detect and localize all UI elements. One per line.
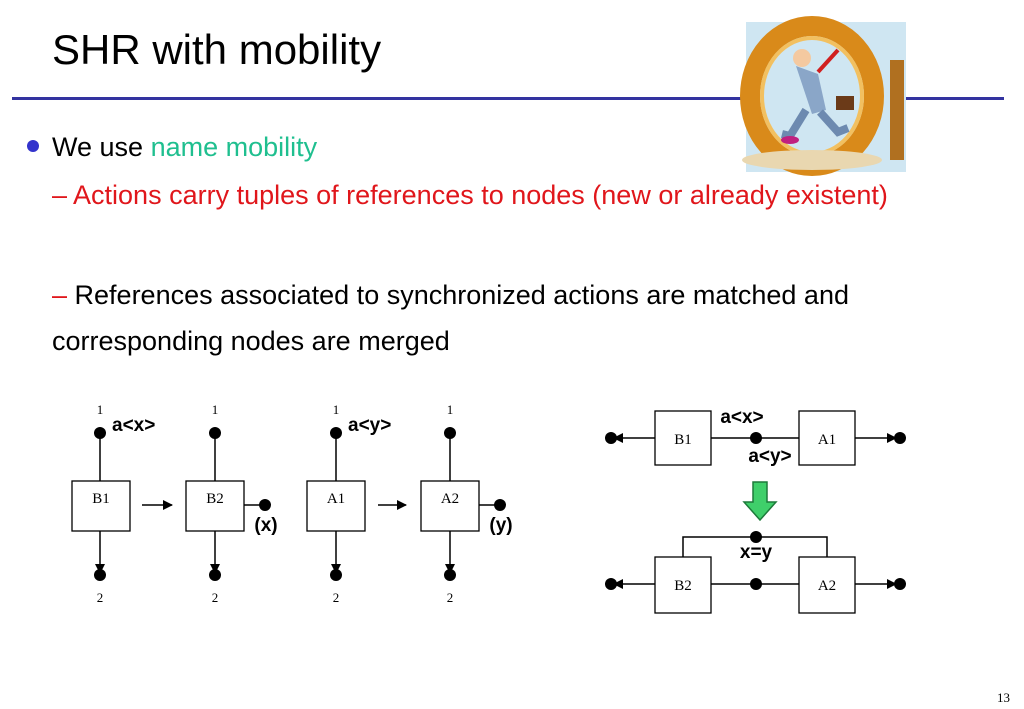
port-label-2: 2	[212, 590, 219, 605]
before-graph: B1 a<x> a<y> A1	[605, 407, 906, 467]
title-divider	[12, 97, 1004, 100]
node-box-a1	[306, 480, 366, 532]
node-box-b1	[71, 480, 131, 532]
port-label-2: 2	[447, 590, 454, 605]
new-node-label: (y)	[489, 515, 512, 536]
node-box-b2	[654, 556, 712, 614]
node-box-label: B2	[206, 491, 224, 507]
page-number: 13	[997, 690, 1010, 705]
merge-label: x=y	[740, 542, 773, 563]
port-label-1: 1	[333, 402, 340, 417]
port-label-2: 2	[97, 590, 104, 605]
node-box-label: A1	[818, 432, 836, 448]
node-dot	[444, 569, 456, 581]
node-dot	[494, 499, 506, 511]
node-dot	[750, 531, 762, 543]
node-box-label: A2	[441, 491, 459, 507]
node-dot	[750, 578, 762, 590]
port-label-1: 1	[212, 402, 219, 417]
action-label-bottom: a<y>	[748, 446, 791, 467]
production-b: 1 a<x> B1 2 1 B2 (x) 2	[71, 402, 278, 605]
node-box-label: B2	[674, 578, 692, 594]
sub-bullet-2: – References associated to synchronized …	[52, 272, 992, 364]
action-label-top: a<x>	[720, 407, 763, 428]
node-dot	[894, 578, 906, 590]
bullet-accent: name mobility	[150, 132, 318, 162]
sub-bullet-1: – Actions carry tuples of references to …	[52, 180, 888, 210]
transition-arrow-icon	[742, 481, 778, 522]
bullet-line: We use name mobility	[52, 130, 317, 164]
bullet-icon	[27, 140, 39, 152]
node-box-a1	[798, 410, 856, 466]
sub-bullet-2-dash: –	[52, 280, 75, 310]
action-label: a<x>	[112, 415, 155, 436]
node-dot	[259, 499, 271, 511]
node-dot	[330, 569, 342, 581]
node-dot	[894, 432, 906, 444]
node-dot	[94, 569, 106, 581]
node-box-b2	[185, 480, 245, 532]
port-label-1: 1	[447, 402, 454, 417]
node-box-label: B1	[92, 491, 110, 507]
port-label-2: 2	[333, 590, 340, 605]
node-box-label: B1	[674, 432, 692, 448]
action-label: a<y>	[348, 415, 391, 436]
new-node-label: (x)	[254, 515, 277, 536]
slide-title: SHR with mobility	[52, 26, 382, 73]
node-box-label: A2	[818, 578, 836, 594]
port-label-1: 1	[97, 402, 104, 417]
node-dot	[209, 569, 221, 581]
production-a: 1 a<y> A1 2 1 A2 (y) 2	[306, 402, 513, 605]
node-box-a2	[798, 556, 856, 614]
node-box-label: A1	[327, 491, 345, 507]
sub-bullet-2-text: References associated to synchronized ac…	[52, 280, 849, 356]
node-dot	[750, 432, 762, 444]
after-graph: x=y B2 A2	[605, 531, 906, 614]
node-box-a2	[420, 480, 480, 532]
bullet-prefix: We use	[52, 132, 151, 162]
